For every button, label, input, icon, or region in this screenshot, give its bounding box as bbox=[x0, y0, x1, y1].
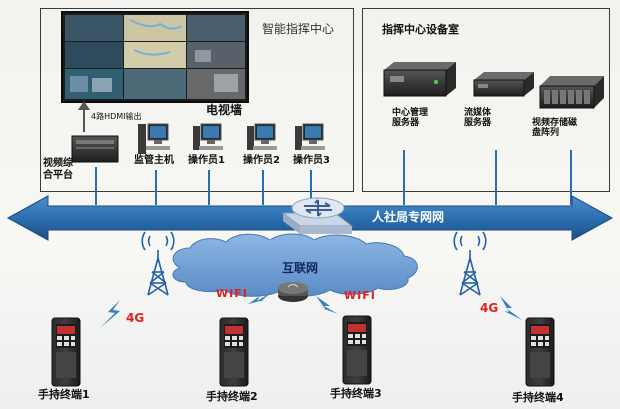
operator-3-label: 操作员3 bbox=[293, 155, 330, 166]
terminal-2-label: 手持终端2 bbox=[206, 390, 258, 403]
signal-bolt-right-icon bbox=[500, 296, 522, 320]
signal-bolt-wifi-left-icon bbox=[248, 292, 272, 304]
streaming-server-label: 流媒体 服务器 bbox=[464, 108, 492, 129]
hdmi-output-label: 4路HDMI输出 bbox=[91, 112, 142, 121]
management-server-label: 中心管理 服务器 bbox=[392, 108, 429, 129]
connector-lines bbox=[95, 150, 572, 205]
signal-bolt-left-icon bbox=[100, 300, 120, 328]
handheld-terminal-1-icon bbox=[51, 317, 81, 387]
video-wall-screen bbox=[61, 11, 249, 103]
hdmi-output-arrow bbox=[78, 101, 90, 132]
monitor-host-pc-icon bbox=[138, 123, 170, 154]
command-center-title: 智能指挥中心 bbox=[262, 22, 335, 36]
operator-1-label: 操作员1 bbox=[188, 155, 225, 166]
wifi-right-label: WIFI bbox=[344, 289, 376, 302]
storage-array-label: 视频存储磁 盘阵列 bbox=[532, 118, 578, 139]
operator-pc-2-icon bbox=[247, 123, 277, 150]
operator-pc-1-icon bbox=[193, 123, 223, 150]
storage-array-device bbox=[539, 76, 604, 109]
operator-2-label: 操作员2 bbox=[243, 155, 280, 166]
equipment-room-box bbox=[362, 8, 610, 192]
wifi-left-label: WIFI bbox=[216, 287, 248, 300]
handheld-terminal-3-icon bbox=[342, 315, 372, 385]
video-platform-device bbox=[71, 135, 119, 163]
video-wall-label: 电视墙 bbox=[206, 103, 243, 117]
router-icon bbox=[281, 197, 354, 234]
monitor-host-label: 监管主机 bbox=[134, 155, 174, 166]
video-platform-label: 视频综 合平台 bbox=[43, 158, 73, 181]
internet-cloud bbox=[172, 233, 418, 297]
tower-left-icon bbox=[141, 231, 175, 296]
signal-bolt-wifi-right-icon bbox=[316, 296, 338, 314]
command-center-box bbox=[40, 8, 354, 192]
private-network-label: 人社局专网网 bbox=[372, 210, 445, 224]
wifi-router-icon bbox=[278, 282, 308, 302]
g4-left-label: 4G bbox=[126, 311, 145, 325]
internet-label: 互联网 bbox=[282, 261, 319, 275]
management-server-device bbox=[383, 62, 456, 97]
operator-pc-3-icon bbox=[295, 123, 325, 150]
equipment-room-title: 指挥中心设备室 bbox=[382, 23, 459, 36]
handheld-terminal-2-icon bbox=[219, 317, 249, 387]
terminal-4-label: 手持终端4 bbox=[512, 391, 564, 404]
terminal-1-label: 手持终端1 bbox=[38, 388, 90, 401]
streaming-server-device bbox=[473, 72, 534, 97]
g4-right-label: 4G bbox=[480, 301, 499, 315]
terminal-3-label: 手持终端3 bbox=[330, 387, 382, 400]
handheld-terminal-4-icon bbox=[525, 317, 555, 387]
tower-right-icon bbox=[453, 231, 487, 296]
